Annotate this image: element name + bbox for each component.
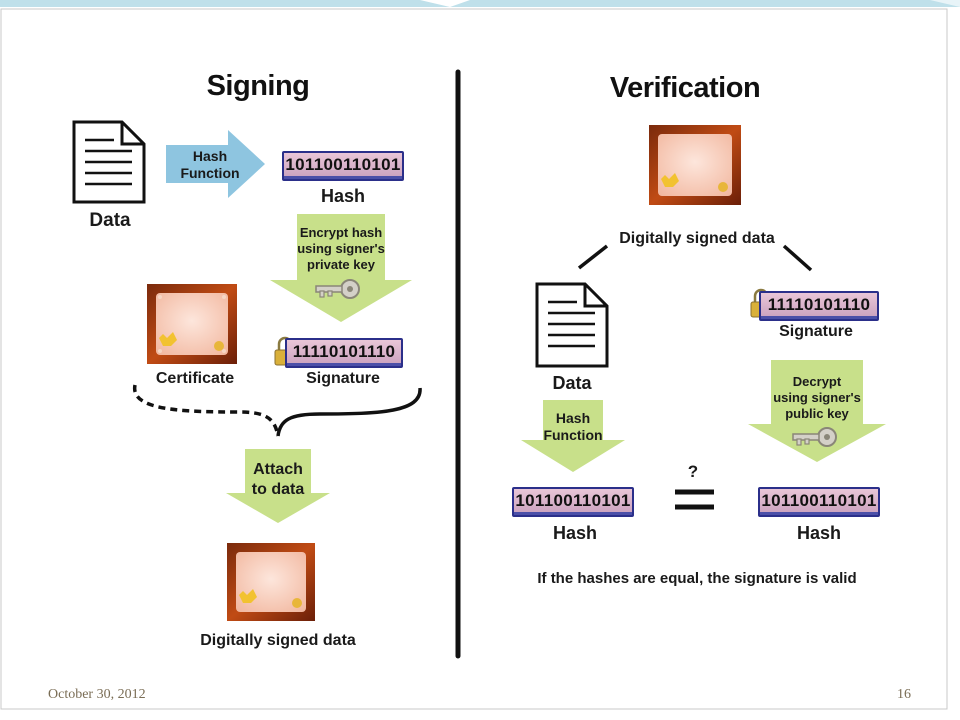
signing-signature-label: Signature: [306, 370, 380, 387]
attach-arrow: [226, 449, 330, 523]
page-number: 16: [897, 687, 911, 702]
verification-hash-right-value: 101100110101: [761, 491, 877, 510]
verification-signature-label: Signature: [779, 323, 853, 340]
split-line-right: [782, 244, 813, 272]
split-line-left: [577, 244, 609, 270]
key-icon: [315, 279, 360, 299]
verification-hash-left-value: 101100110101: [515, 491, 631, 510]
equals-sign: [675, 489, 714, 510]
hash-function-arrow: [166, 130, 265, 198]
verification-hash-right-bar: 101100110101: [758, 487, 880, 517]
verification-hash-right-label: Hash: [796, 523, 842, 543]
decrypt-arrow: [748, 360, 886, 462]
signing-signature-value: 11110101110: [292, 342, 396, 361]
verification-hash-left-label: Hash: [552, 523, 598, 543]
signed-data-certificate-icon: [227, 543, 315, 621]
verification-document-icon: [535, 282, 609, 368]
certificate-label: Certificate: [155, 370, 235, 387]
top-decorative-band: [0, 0, 960, 7]
signing-hash-bar: 101100110101: [282, 151, 404, 181]
dashed-brace: [133, 384, 280, 437]
verification-data-label: Data: [552, 373, 592, 393]
footer-date: October 30, 2012: [48, 687, 146, 702]
verification-signature-value: 11110101110: [767, 295, 871, 314]
slide-frame: [0, 8, 948, 710]
verification-signed-data-label: Digitally signed data: [619, 230, 775, 247]
solid-brace: [276, 387, 422, 437]
signing-hash-label: Hash: [320, 186, 366, 206]
document-icon: [72, 120, 146, 204]
signing-data-label: Data: [89, 210, 131, 231]
signing-title: Signing: [206, 70, 310, 102]
verification-certificate-icon: [649, 125, 741, 205]
verification-key-icon: [792, 427, 837, 447]
verification-title: Verification: [609, 72, 761, 104]
verification-hash-arrow: [521, 400, 625, 472]
certificate-icon: [147, 284, 237, 364]
verification-hash-left-bar: 101100110101: [512, 487, 634, 517]
encrypt-arrow: [270, 214, 412, 322]
conclusion-text: If the hashes are equal, the signature i…: [537, 570, 857, 587]
verification-signature-bar: 11110101110: [759, 291, 879, 321]
signing-hash-value: 101100110101: [285, 155, 401, 174]
question-mark: ?: [687, 462, 699, 481]
signing-signed-data-label: Digitally signed data: [200, 632, 356, 649]
signing-signature-bar: 11110101110: [285, 338, 403, 368]
